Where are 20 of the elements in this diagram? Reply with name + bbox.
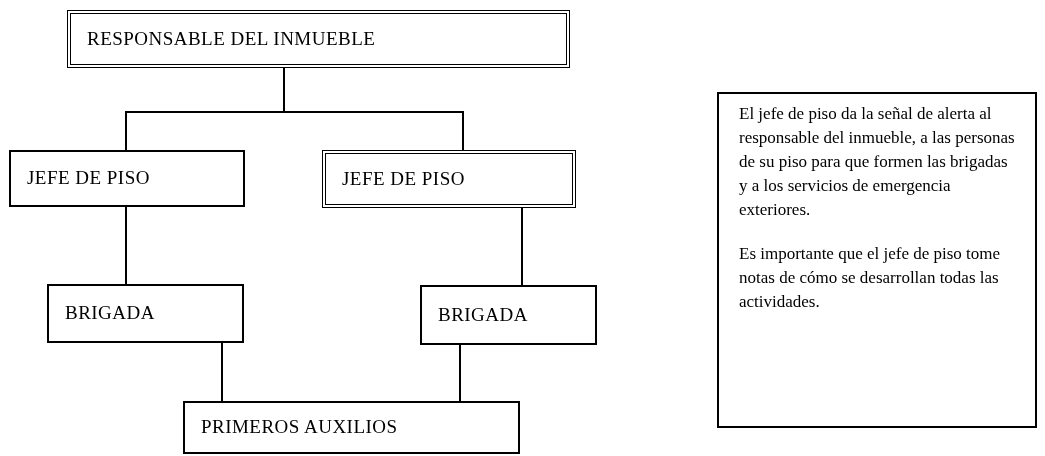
box-label: JEFE DE PISO: [27, 166, 150, 191]
connector-line: [459, 344, 461, 402]
box-label: BRIGADA: [438, 302, 528, 327]
note-text: El jefe de piso da la señal de alerta al responsable del inmueble, a las personas de su piso para que formen las brigadas y a los servicios de emergencia exteriores.: [739, 103, 1015, 221]
org-box: [420, 285, 597, 345]
org-box: [322, 150, 576, 208]
connector-line: [283, 67, 464, 151]
org-box: [9, 150, 245, 207]
box-label: JEFE DE PISO: [342, 166, 465, 191]
org-box: [183, 401, 520, 454]
org-box: [47, 284, 244, 343]
box-label: PRIMEROS AUXILIOS: [201, 415, 398, 440]
box-label: BRIGADA: [65, 301, 155, 326]
note-text: Es importante que el jefe de piso tome notas de cómo se desarrollan todas las actividades.: [739, 243, 1002, 313]
org-box: [67, 10, 570, 68]
note-box: [717, 92, 1037, 428]
connector-line: [125, 206, 127, 285]
box-label: RESPONSABLE DEL INMUEBLE: [87, 26, 376, 51]
connector-line: [521, 207, 523, 286]
connector-line: [221, 342, 223, 402]
